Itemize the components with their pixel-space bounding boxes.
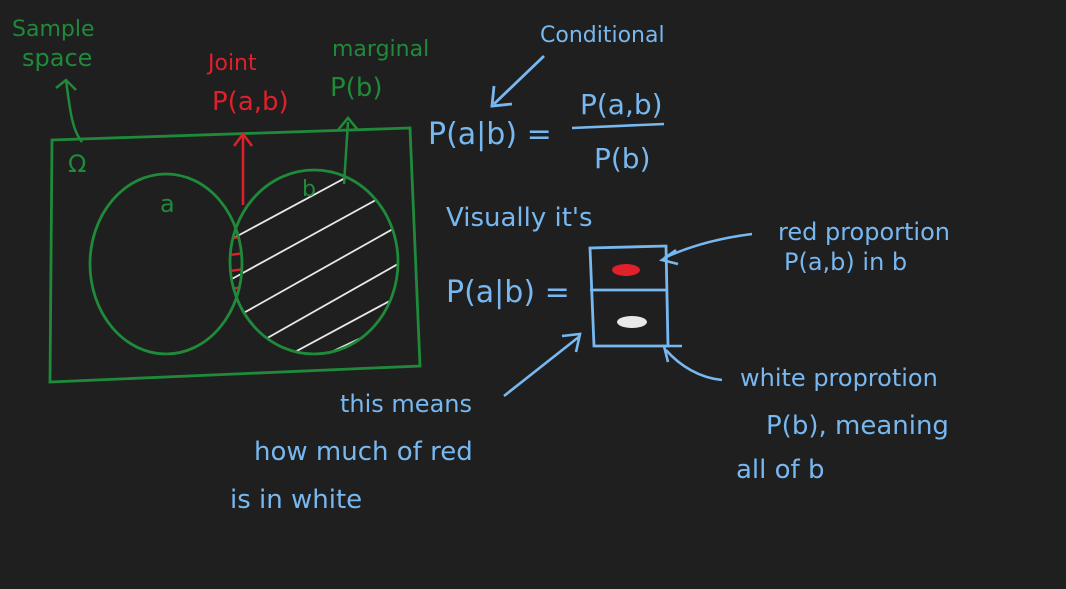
white-proportion-label-2: P(b), meaning xyxy=(766,411,949,441)
set-a-circle xyxy=(88,172,244,356)
set-a-label: a xyxy=(160,190,175,218)
white-blob xyxy=(617,316,647,328)
this-means-label: this means xyxy=(340,390,472,418)
sample-space-arrow xyxy=(55,78,83,143)
visual-lhs: P(a|b) = xyxy=(446,275,570,310)
this-means-arrow xyxy=(503,332,582,398)
white-proportion-label-1: white proprotion xyxy=(740,364,938,392)
how-much-label-1: how much of red xyxy=(254,437,473,467)
red-proportion-label-2: P(a,b) in b xyxy=(784,248,907,276)
white-proportion-label-3: all of b xyxy=(736,455,824,485)
marginal-expr: P(b) xyxy=(330,73,382,103)
red-blob xyxy=(612,264,640,276)
red-proportion-arrow xyxy=(658,232,753,266)
white-proportion-arrow xyxy=(662,344,723,382)
marginal-label: marginal xyxy=(332,37,429,62)
red-proportion-label-1: red proportion xyxy=(778,218,950,246)
set-b-label: b xyxy=(302,177,316,202)
sample-space-label-1: Sample xyxy=(12,17,95,42)
marginal-arrow xyxy=(337,116,359,185)
how-much-label-2: is in white xyxy=(230,485,362,515)
joint-label: Joint xyxy=(206,51,257,76)
omega-label: Ω xyxy=(68,150,86,178)
formula-numerator: P(a,b) xyxy=(580,88,663,121)
formula-denominator: P(b) xyxy=(594,142,651,175)
conditional-label: Conditional xyxy=(540,23,665,48)
formula-fraction-bar xyxy=(571,122,665,130)
sample-space-label-2: space xyxy=(22,44,92,72)
joint-expr: P(a,b) xyxy=(212,87,289,117)
visually-label: Visually it's xyxy=(446,203,593,233)
joint-arrow xyxy=(233,131,253,205)
sample-space-rect xyxy=(48,126,422,384)
set-b-circle xyxy=(228,168,400,356)
conditional-arrow xyxy=(490,54,545,108)
proportion-box xyxy=(588,244,670,348)
formula-lhs: P(a|b) = xyxy=(428,117,552,152)
